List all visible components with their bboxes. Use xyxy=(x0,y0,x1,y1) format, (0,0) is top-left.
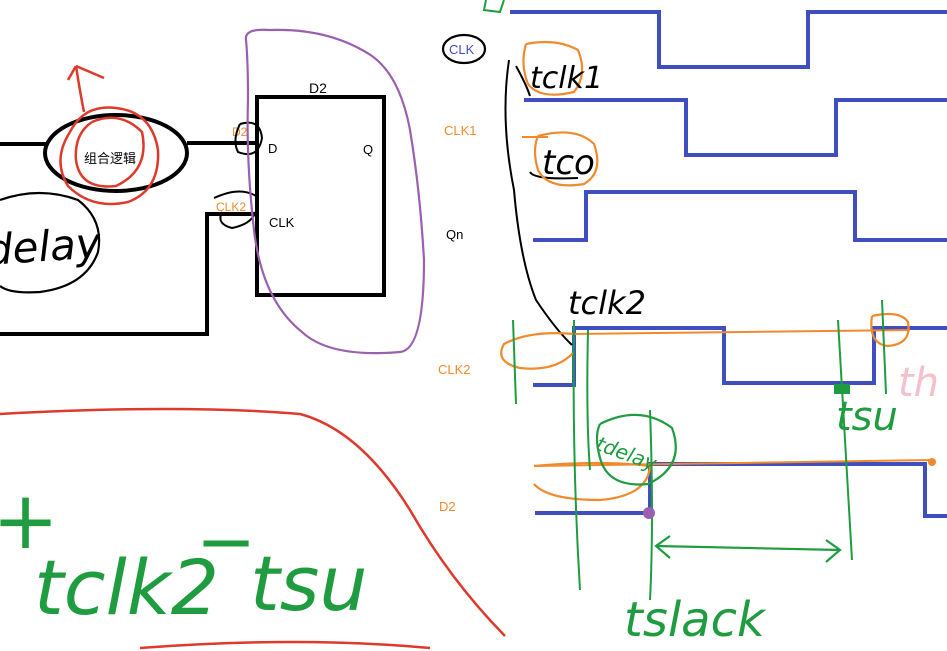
delay-scribble-loop xyxy=(0,191,101,294)
clk1-waveform xyxy=(524,98,947,157)
clk-label-loop xyxy=(441,33,487,65)
red-boundaries xyxy=(0,407,506,650)
register-clk-pin: CLK xyxy=(269,215,295,230)
logic-red-arrow xyxy=(66,64,105,113)
register-q-pin: Q xyxy=(363,142,373,157)
delay-note: delay xyxy=(0,218,103,275)
annotation-tclk1: tclk1 xyxy=(530,61,603,96)
setup-equation: + tclk2 − tsu xyxy=(0,474,368,632)
green-ref-line-5 xyxy=(837,319,853,561)
red-boundary-curve xyxy=(0,407,506,637)
d2-orange-reference xyxy=(533,459,935,467)
green-ref-line-6 xyxy=(881,299,887,395)
signal-label-qn: Qn xyxy=(446,227,463,242)
d2-arrival-dot xyxy=(643,507,655,519)
clk-waveform xyxy=(510,10,947,69)
clk2-start-loop xyxy=(500,332,575,370)
d2-start-loop xyxy=(533,461,652,502)
equation-minus: − xyxy=(196,499,256,583)
qn-waveform xyxy=(533,190,947,242)
tdelay-loop xyxy=(595,413,677,486)
tclk1-loop xyxy=(522,40,584,96)
green-ref-line-1 xyxy=(512,319,517,405)
tslack-arrow-left-head xyxy=(654,535,671,559)
signal-label-clk: CLK xyxy=(449,42,475,57)
register-name: D2 xyxy=(309,80,327,96)
combinational-logic-block xyxy=(43,113,189,193)
register-highlight-loop xyxy=(244,28,426,355)
annotation-tslack: tslack xyxy=(624,592,767,648)
signal-label-clk2: CLK2 xyxy=(438,362,471,377)
annotation-tco: tco xyxy=(542,143,595,183)
signal-label-d2: D2 xyxy=(439,499,456,514)
equation-lead: + xyxy=(0,474,59,567)
d-tag-scribble xyxy=(234,121,264,156)
signal-label-clk1: CLK1 xyxy=(444,123,477,138)
tslack-arrow-shaft xyxy=(655,544,841,552)
clk2-wire xyxy=(0,212,256,336)
green-ref-line-3 xyxy=(586,329,591,471)
d2-waveform xyxy=(535,462,947,518)
annotation-tsu: tsu xyxy=(836,394,898,440)
red-boundary-bottom xyxy=(139,640,431,650)
register-d2-box xyxy=(255,95,386,297)
annotation-th: th xyxy=(898,360,939,406)
clk2-orange-reference xyxy=(573,329,911,335)
tsu-marker xyxy=(834,384,850,394)
green-ref-line-2 xyxy=(572,319,581,591)
th-loop xyxy=(870,312,910,348)
clk-input-tag: CLK2 xyxy=(216,200,246,214)
circuit-schematic: 组合逻辑 D2 D Q CLK D2 CLK2 delay xyxy=(0,28,426,355)
green-top-mark xyxy=(482,0,505,14)
annotation-tclk2: tclk2 xyxy=(568,284,646,322)
d-input-tag: D2 xyxy=(232,125,248,139)
timing-diagram: CLK CLK1 Qn CLK2 D2 xyxy=(438,0,947,648)
logic-red-scribble xyxy=(59,106,160,206)
tslack-arrow-right-head xyxy=(825,539,842,563)
combinational-logic-label: 组合逻辑 xyxy=(84,151,136,166)
equation-term1: tclk2 xyxy=(34,543,219,632)
d2-end-dot xyxy=(928,458,936,466)
register-d-pin: D xyxy=(268,141,277,156)
equation-term2: tsu xyxy=(250,539,368,628)
tco-loop xyxy=(533,131,599,187)
clk-skew-curve xyxy=(504,59,573,346)
